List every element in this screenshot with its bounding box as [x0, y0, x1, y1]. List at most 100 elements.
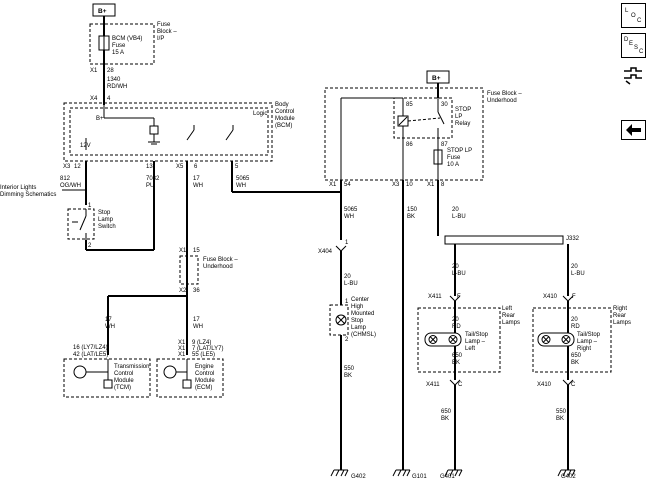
svg-text:(CHMSL): (CHMSL) — [351, 332, 376, 338]
wire-circuit-label: 5065 — [236, 176, 250, 182]
location-button[interactable]: L O C — [621, 3, 646, 28]
svg-text:1: 1 — [88, 203, 92, 209]
svg-text:Dimming Schematics: Dimming Schematics — [0, 192, 56, 198]
body-control-module: Logic Body Control Module (BCM) B+ 12V — [63, 102, 295, 162]
svg-text:X404: X404 — [318, 249, 333, 255]
svg-text:Right: Right — [577, 346, 591, 352]
pin-label: 13 — [146, 164, 153, 170]
svg-text:Engine: Engine — [195, 364, 214, 370]
transmission-control-module: 16 (LY7/LZ4) 42 (LAT/LE5) Transmission C… — [63, 345, 151, 398]
svg-text:15: 15 — [193, 248, 200, 254]
svg-text:G402: G402 — [561, 474, 576, 480]
svg-text:B+: B+ — [98, 8, 107, 15]
pin-label: C — [571, 382, 576, 388]
conn-x411-label: X411 — [426, 382, 440, 388]
svg-text:650: 650 — [571, 353, 582, 359]
connector-view-button[interactable] — [621, 62, 646, 87]
wire-circuit-label: 812 — [60, 176, 71, 182]
svg-text:12V: 12V — [80, 143, 91, 149]
wire-circuit-label: 20 — [452, 207, 459, 213]
svg-text:Tail/Stop: Tail/Stop — [465, 332, 489, 338]
svg-text:86: 86 — [406, 142, 413, 148]
desc-letter: D — [624, 37, 629, 43]
svg-text:36: 36 — [193, 288, 200, 294]
svg-text:X1: X1 — [178, 340, 186, 346]
svg-text:LP: LP — [455, 114, 462, 120]
svg-text:2: 2 — [88, 243, 92, 249]
svg-text:Fuse: Fuse — [112, 43, 126, 49]
svg-text:30: 30 — [441, 102, 448, 108]
svg-text:RD: RD — [452, 324, 461, 330]
svg-text:Rear: Rear — [613, 313, 626, 319]
wire-color-label: BK — [556, 416, 564, 422]
svg-text:Module: Module — [114, 378, 134, 384]
wire-circuit-label: 20 — [344, 274, 351, 280]
description-button[interactable]: D E S C — [621, 33, 646, 58]
svg-text:Stop: Stop — [98, 210, 111, 216]
svg-text:Lamp: Lamp — [351, 325, 367, 331]
svg-text:Stop: Stop — [351, 318, 364, 324]
fuse-block-ip: Fuse Block – I/P BCM (VB4) Fuse 15 A — [89, 22, 177, 65]
svg-text:55 (LE5): 55 (LE5) — [192, 352, 215, 358]
wire-circuit-label: 17 — [193, 317, 200, 323]
wire-color-label: BK — [441, 416, 449, 422]
svg-text:J332: J332 — [566, 236, 580, 242]
svg-text:Relay: Relay — [455, 121, 470, 127]
svg-text:Lamps: Lamps — [613, 320, 631, 326]
ground-g101: G101 — [392, 469, 427, 480]
back-button[interactable] — [621, 120, 646, 140]
svg-text:20: 20 — [452, 317, 459, 323]
wire-color-label: WH — [344, 214, 354, 220]
svg-text:85: 85 — [406, 102, 413, 108]
svg-text:X2: X2 — [179, 288, 187, 294]
svg-text:(TCM): (TCM) — [114, 385, 131, 391]
svg-text:RD: RD — [571, 324, 580, 330]
svg-text:20: 20 — [571, 317, 578, 323]
svg-text:15 A: 15 A — [112, 50, 124, 56]
svg-text:BK: BK — [571, 360, 579, 366]
svg-text:Underhood: Underhood — [487, 98, 517, 104]
conn-x3-label: X3 — [63, 164, 71, 170]
splice-j332: J332 — [444, 235, 580, 245]
conn-pin-label: 28 — [107, 68, 114, 74]
svg-text:G402: G402 — [351, 474, 366, 480]
wire-color-label: L-BU — [571, 271, 585, 277]
desc-letter: C — [639, 49, 644, 55]
right-rear-lamps: Right Rear Lamps 20 RD Tail/Stop Lamp – … — [532, 301, 631, 380]
svg-text:Left: Left — [465, 346, 475, 352]
wire-color-label: BK — [407, 214, 415, 220]
svg-text:Control: Control — [114, 371, 133, 377]
svg-text:Fuse Block –: Fuse Block – — [203, 257, 238, 263]
pin-label: 6 — [194, 164, 198, 170]
wire-color-label: RD/WH — [107, 84, 127, 90]
desc-letter: E — [629, 41, 633, 47]
stop-lamp-switch: 1 2 Stop Lamp Switch — [67, 203, 116, 249]
wire-color-label: L-BU — [452, 214, 466, 220]
connector-icon — [624, 67, 642, 85]
wire-color-label: WH — [193, 183, 203, 189]
wire-circuit-label: 550 — [344, 366, 355, 372]
wire-circuit-label: 20 — [571, 264, 578, 270]
svg-text:Lamp –: Lamp – — [577, 339, 598, 345]
wire-color-label: L-BU — [344, 281, 358, 287]
ground-g402-left: G402 — [330, 469, 366, 480]
svg-text:Center: Center — [351, 297, 369, 303]
wire-color-label: WH — [193, 324, 203, 330]
pin-label: C — [458, 382, 463, 388]
svg-text:Rear: Rear — [502, 313, 515, 319]
svg-text:1: 1 — [345, 240, 349, 246]
fuse-block-underhood-left: X1 15 Fuse Block – Underhood X2 36 — [179, 248, 238, 294]
wire-color-label: WH — [105, 324, 115, 330]
loc-letter: C — [637, 18, 642, 24]
conn-x3-label: X3 — [392, 182, 400, 188]
wire-circuit-label: 1340 — [107, 77, 121, 83]
svg-text:7 (LAT/LY7): 7 (LAT/LY7) — [192, 346, 223, 352]
svg-text:Left: Left — [502, 306, 512, 312]
svg-text:Fuse: Fuse — [157, 22, 171, 28]
svg-text:Fuse: Fuse — [447, 155, 461, 161]
svg-text:Lamps: Lamps — [502, 320, 520, 326]
svg-text:(ECM): (ECM) — [195, 385, 212, 391]
svg-text:Block –: Block – — [157, 29, 177, 35]
loc-letter: O — [631, 13, 636, 19]
wire-color-label: WH — [236, 183, 246, 189]
